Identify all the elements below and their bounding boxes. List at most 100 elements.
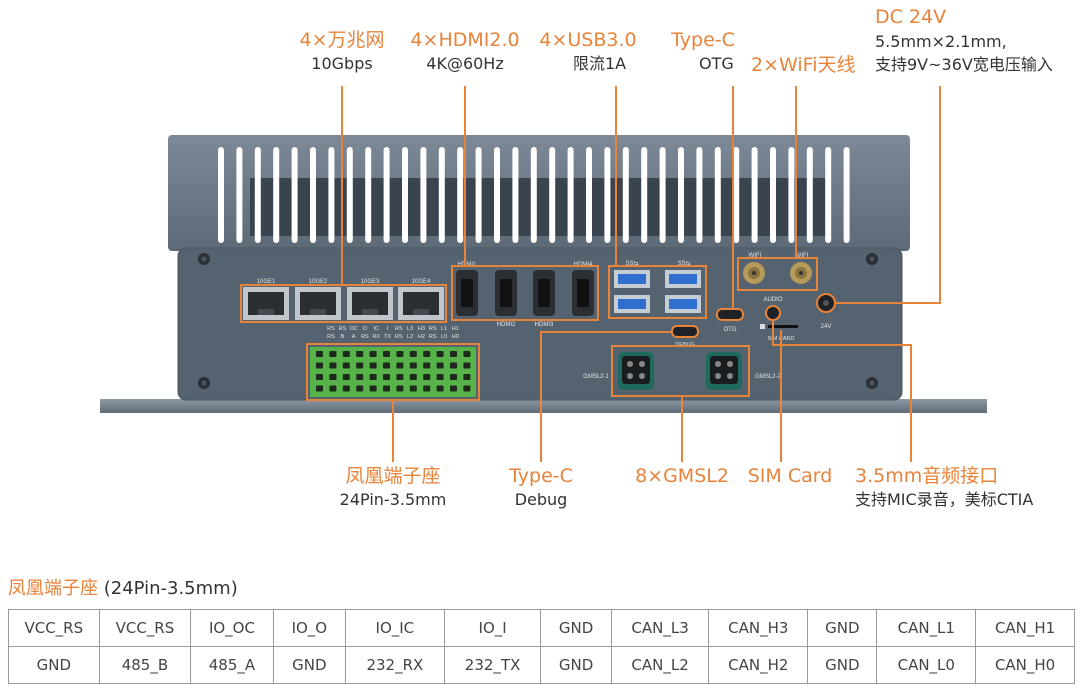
pin-label: RS bbox=[327, 326, 335, 332]
table-row: GND 485_B 485_A GND 232_RX 232_TX GND CA… bbox=[8, 646, 1075, 684]
pin-label: I bbox=[387, 326, 389, 332]
pin-label: RS bbox=[429, 334, 437, 340]
fin-slot bbox=[438, 147, 445, 243]
fin-slot bbox=[291, 147, 298, 243]
usb-port-icon bbox=[665, 295, 701, 313]
terminal-pin bbox=[436, 362, 444, 369]
callout-usb-desc: 限流1A bbox=[573, 54, 627, 73]
gmsl-connector-icon bbox=[706, 352, 742, 390]
terminal-pin bbox=[396, 385, 404, 392]
table-cell: VCC_RS bbox=[98, 609, 192, 647]
terminal-pin bbox=[409, 374, 417, 380]
terminal-pin bbox=[383, 374, 390, 380]
antenna-connector-icon bbox=[743, 262, 765, 284]
phoenix-terminal-connector bbox=[306, 343, 480, 401]
fin-slot bbox=[402, 147, 408, 243]
typec-debug-port: DEBUG bbox=[671, 325, 699, 348]
terminal-pin bbox=[409, 362, 417, 369]
table-cell: GND bbox=[8, 646, 100, 684]
terminal-pin bbox=[450, 362, 457, 369]
terminal-pin bbox=[316, 385, 323, 392]
fin-slot bbox=[273, 147, 280, 243]
fin-slot bbox=[696, 147, 703, 243]
table-cell: 232_TX bbox=[443, 646, 542, 684]
wifi-antenna-ports: WIFI WIFI bbox=[737, 253, 818, 291]
table-row: VCC_RS VCC_RS IO_OC IO_O IO_IC IO_I GND … bbox=[8, 609, 1075, 647]
callout-lines bbox=[341, 86, 941, 462]
table-cell: IO_OC bbox=[190, 609, 274, 647]
callout-typec-debug-title: Type-C bbox=[509, 465, 573, 487]
callout-ethernet-title: 4×万兆网 bbox=[299, 29, 385, 51]
pin-table: VCC_RS VCC_RS IO_OC IO_O IO_IC IO_I GND … bbox=[8, 609, 1075, 684]
terminal-pin bbox=[342, 351, 350, 357]
terminal-pin bbox=[329, 351, 337, 357]
terminal-pin bbox=[369, 362, 377, 369]
screw-icon bbox=[198, 253, 878, 389]
terminal-pin bbox=[423, 351, 431, 357]
pin-label: RS bbox=[338, 326, 346, 332]
fin-slot bbox=[420, 147, 427, 243]
terminal-pin bbox=[342, 385, 350, 392]
terminal-pin bbox=[383, 385, 390, 392]
table-cell: CAN_H0 bbox=[975, 646, 1075, 684]
pin-label: H2 bbox=[418, 334, 425, 340]
terminal-pin bbox=[369, 351, 377, 357]
pin-label: L0 bbox=[441, 334, 447, 340]
ge-label: 10GE2 bbox=[309, 279, 328, 285]
pin-label: TX bbox=[384, 334, 391, 340]
fin-slot bbox=[770, 147, 776, 243]
pin-label: O bbox=[363, 326, 368, 332]
terminal-pin bbox=[396, 374, 404, 380]
fin-slot bbox=[714, 147, 721, 243]
usb-ports: SS⇆ SS⇆ bbox=[608, 260, 707, 319]
table-cell: CAN_L0 bbox=[876, 646, 977, 684]
gmsl-label: GMSL2-1 bbox=[583, 374, 609, 380]
callout-gmsl-title: 8×GMSL2 bbox=[635, 465, 729, 487]
usb-port-icon bbox=[614, 270, 650, 288]
callout-usb-title: 4×USB3.0 bbox=[539, 29, 637, 51]
fin-slot bbox=[328, 147, 335, 243]
fin-slot bbox=[549, 147, 556, 243]
terminal-pin bbox=[396, 351, 404, 357]
pin-label: H1 bbox=[452, 326, 459, 332]
callout-dc-title: DC 24V bbox=[875, 6, 947, 28]
callout-wifi-title: 2×WiFi天线 bbox=[751, 54, 856, 76]
callout-ethernet-desc: 10Gbps bbox=[311, 54, 373, 73]
fin-slot bbox=[512, 147, 519, 243]
fin-slot bbox=[641, 147, 648, 243]
ge-label: 10GE3 bbox=[361, 279, 380, 285]
terminal-pin bbox=[423, 374, 431, 380]
callout-terminal-title: 凤凰端子座 bbox=[345, 465, 441, 487]
callout-typec-otg-desc: OTG bbox=[699, 54, 734, 73]
fin-slot bbox=[788, 147, 795, 243]
fin-slot bbox=[567, 147, 574, 243]
pin-table-title: 凤凰端子座 bbox=[8, 578, 98, 599]
terminal-pin bbox=[356, 385, 364, 392]
fin-slot bbox=[494, 147, 500, 243]
table-cell: IO_I bbox=[443, 609, 542, 647]
hdmi-label: HDMI3 bbox=[535, 322, 554, 328]
antenna-connector-icon bbox=[790, 262, 812, 284]
table-cell: CAN_L2 bbox=[610, 646, 710, 684]
pin-label: B bbox=[340, 334, 344, 340]
table-cell: GND bbox=[540, 646, 612, 684]
rj45-port-icon bbox=[398, 287, 444, 320]
terminal-pin bbox=[369, 385, 377, 392]
pin-table-subtitle: (24Pin-3.5mm) bbox=[98, 578, 238, 599]
terminal-pin bbox=[356, 374, 364, 380]
table-cell: CAN_L1 bbox=[876, 609, 977, 647]
gmsl-label: GMSL2-2 bbox=[755, 374, 781, 380]
fin-slot bbox=[806, 147, 813, 243]
fin-slot bbox=[659, 147, 666, 243]
fin-slot bbox=[622, 147, 629, 243]
gmsl-ports: GMSL2-1 GMSL2-2 bbox=[583, 345, 781, 397]
terminal-pin bbox=[463, 351, 471, 357]
pin-label: A bbox=[352, 334, 356, 340]
pin-label: L2 bbox=[407, 334, 413, 340]
hdmi-port-icon bbox=[572, 270, 594, 316]
table-cell: GND bbox=[807, 609, 878, 647]
callout-typec-otg-title: Type-C bbox=[671, 29, 735, 51]
fin-slot bbox=[733, 147, 740, 243]
